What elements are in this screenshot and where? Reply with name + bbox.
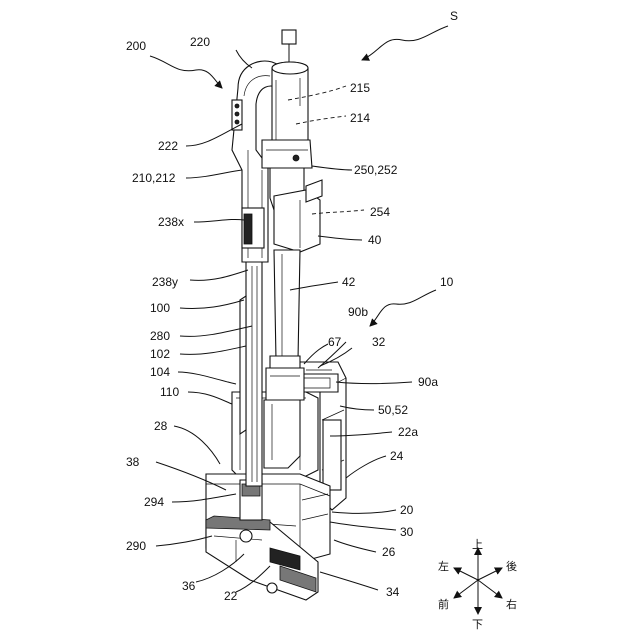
label-200: 200	[126, 39, 146, 53]
label-26: 26	[382, 545, 396, 559]
dir-front: 前	[438, 597, 449, 611]
label-210-212: 210,212	[132, 171, 176, 185]
label-110: 110	[160, 385, 179, 399]
dir-up: 上	[472, 538, 483, 551]
label-S: S	[450, 9, 458, 23]
label-280: 280	[150, 329, 170, 343]
label-42: 42	[342, 275, 356, 289]
label-50-52: 50,52	[378, 403, 408, 417]
label-215: 215	[350, 81, 370, 95]
label-104: 104	[150, 365, 170, 379]
label-38: 38	[126, 455, 140, 469]
label-220: 220	[190, 35, 210, 49]
label-100: 100	[150, 301, 170, 315]
label-40: 40	[368, 233, 382, 247]
label-28: 28	[154, 419, 168, 433]
label-32: 32	[372, 335, 386, 349]
label-90a: 90a	[418, 375, 438, 389]
label-214: 214	[350, 111, 370, 125]
label-254: 254	[370, 205, 390, 219]
label-36: 36	[182, 579, 196, 593]
label-250-252: 250,252	[354, 163, 398, 177]
arrow-200	[150, 56, 222, 88]
direction-compass: 上 下 左 右 前 後	[438, 538, 517, 631]
label-22a: 22a	[398, 425, 418, 439]
dir-left: 左	[438, 560, 449, 573]
label-67: 67	[328, 335, 342, 349]
label-238y: 238y	[152, 275, 178, 289]
label-90b: 90b	[348, 305, 368, 319]
label-10: 10	[440, 275, 454, 289]
label-20: 20	[400, 503, 414, 517]
arrow-S	[362, 26, 448, 60]
label-222: 222	[158, 139, 178, 153]
label-24: 24	[390, 449, 404, 463]
arrow-10	[370, 290, 436, 326]
dir-down: 下	[472, 618, 483, 631]
label-30: 30	[400, 525, 414, 539]
dir-right: 右	[506, 597, 517, 611]
label-34: 34	[386, 585, 400, 599]
label-238x: 238x	[158, 215, 184, 229]
label-22: 22	[224, 589, 238, 603]
label-102: 102	[150, 347, 170, 361]
label-294: 294	[144, 495, 164, 509]
dir-back: 後	[506, 559, 517, 573]
label-290: 290	[126, 539, 146, 553]
